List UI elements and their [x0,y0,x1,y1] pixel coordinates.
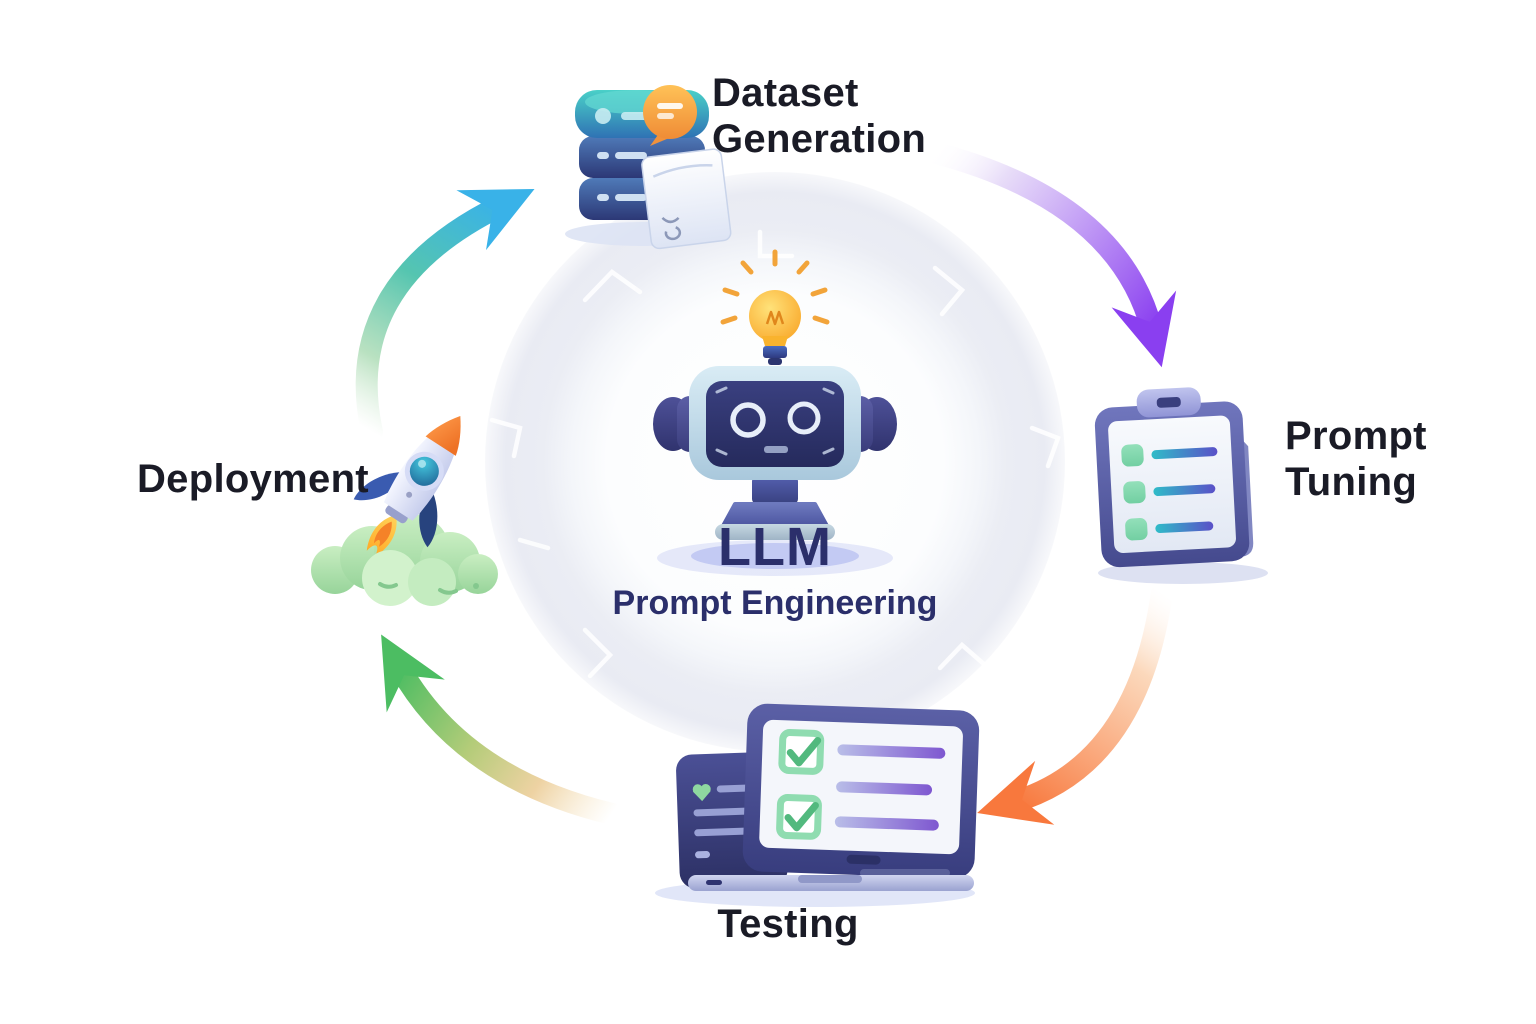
arrow-testing-to-deployment [381,634,623,825]
arrow-dataset-to-prompt-tuning [921,141,1177,368]
robot-icon [653,249,897,576]
label-prompt-tuning: Prompt Tuning [1285,413,1427,505]
bush-front [362,550,479,606]
rocket-icon [311,415,498,606]
label-line: Deployment [137,457,369,501]
label-testing: Testing [717,901,858,947]
label-line: Testing [717,902,859,946]
label-line: Prompt [1285,414,1427,458]
label-deployment: Deployment [137,456,369,502]
arrow-deployment-to-dataset [355,188,535,443]
laptop-checklist-icon [655,703,980,907]
label-line: Dataset [712,71,859,115]
label-line: Tuning [1285,460,1418,504]
laptop-base [688,869,974,891]
clipboard-checklist-icon [1094,387,1268,584]
label-line: Generation [712,117,927,161]
lightbulb-icon [720,249,830,365]
checkbox-checked-icon [778,729,825,775]
center-title: LLM [718,517,832,577]
chat-bubble-icon [643,85,697,146]
document-icon [641,148,732,250]
label-dataset-generation: Dataset Generation [712,70,926,162]
checkbox-checked-icon [776,793,822,840]
laptop-screen [742,703,980,879]
arrow-prompt-tuning-to-testing [977,581,1173,825]
database-icon [565,85,732,250]
center-subtitle: Prompt Engineering [612,584,938,622]
